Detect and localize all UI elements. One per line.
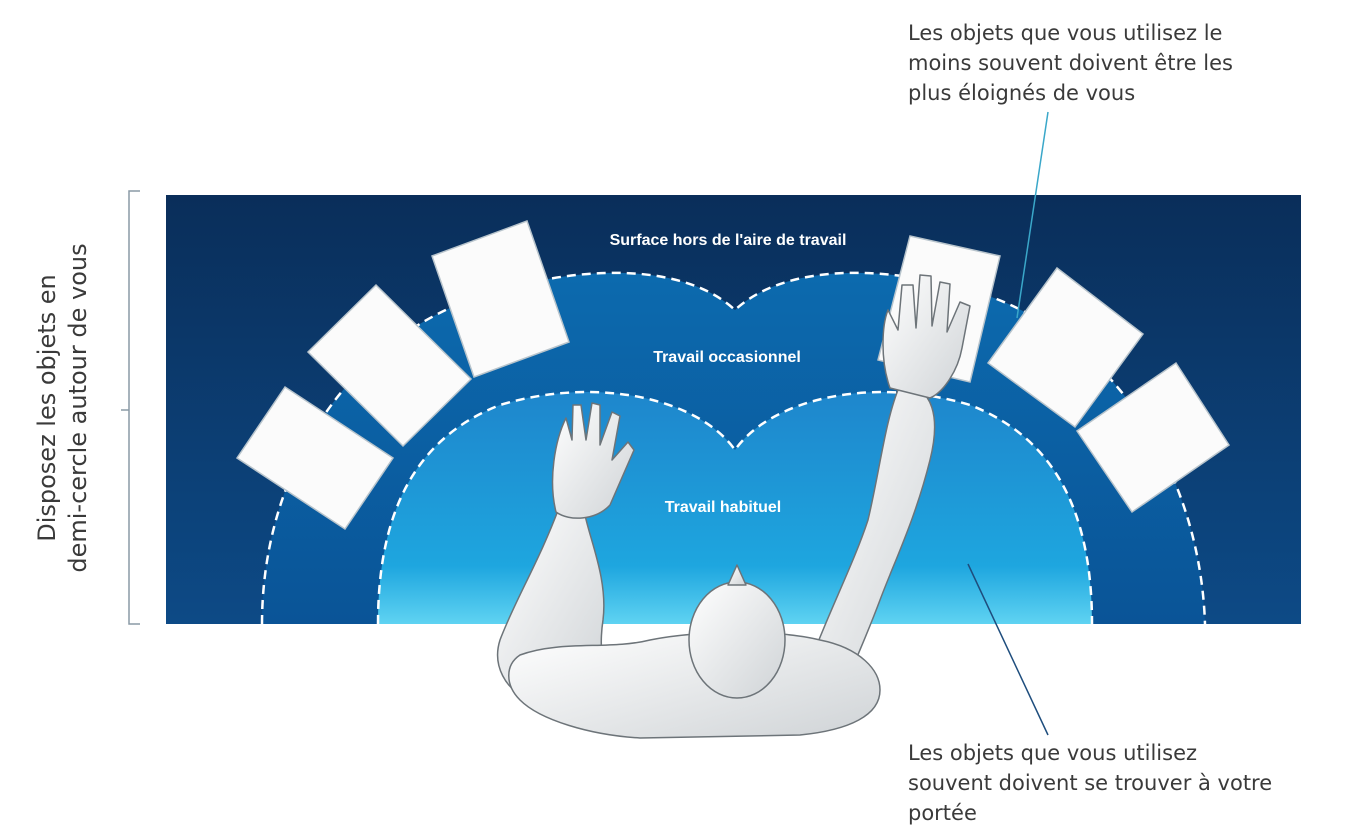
annotation-least-used-line-1: Les objets que vous utilisez le [908, 21, 1223, 45]
zone-label-middle: Travail occasionnel [653, 349, 801, 366]
inner-zone-boundary [376, 390, 1094, 624]
side-bracket [121, 190, 140, 625]
paper-1 [235, 385, 395, 531]
annotation-least-used-line-3: plus éloignés de vous [908, 81, 1136, 105]
nose [727, 564, 747, 586]
torso [508, 631, 881, 739]
paper-3 [431, 220, 570, 378]
annotation-often-used-line-3: portée [908, 801, 977, 825]
left-hand [551, 402, 635, 519]
zone-label-inner: Travail habituel [665, 499, 781, 516]
person-figure [496, 274, 971, 739]
right-arm [814, 384, 936, 676]
annotation-often-used: Les objets que vous utilisez souvent doi… [908, 738, 1272, 828]
head [688, 581, 786, 699]
paper-2 [306, 283, 473, 448]
zone-label-outer: Surface hors de l'aire de travail [610, 232, 847, 249]
paper-5 [986, 266, 1145, 429]
side-label: Disposez les objets en demi-cercle autou… [8, 190, 118, 626]
side-label-text: Disposez les objets en demi-cercle autou… [32, 243, 94, 572]
side-label-line-1: Disposez les objets en [33, 274, 61, 542]
leader-line-bottom [967, 563, 1049, 736]
annotation-least-used: Les objets que vous utilisez le moins so… [908, 18, 1233, 108]
right-hand [882, 274, 971, 399]
paper-6 [1075, 361, 1231, 514]
side-label-line-2: demi-cercle autour de vous [64, 243, 92, 573]
leader-line-top [1016, 111, 1049, 319]
papers [235, 220, 1231, 531]
leader-lines [967, 111, 1049, 736]
annotation-often-used-line-1: Les objets que vous utilisez [908, 741, 1198, 765]
annotation-often-used-line-2: souvent doivent se trouver à votre [908, 771, 1273, 795]
annotation-least-used-line-2: moins souvent doivent être les [908, 51, 1233, 75]
